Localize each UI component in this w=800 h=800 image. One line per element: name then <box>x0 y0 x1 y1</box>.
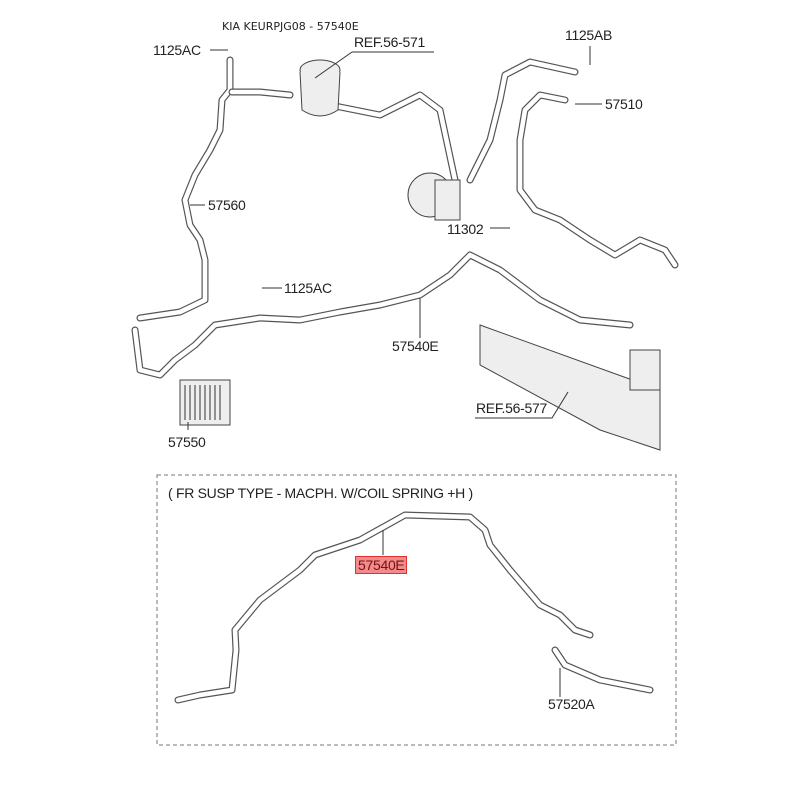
highlighted-part-57540e[interactable]: 57540E <box>355 556 408 574</box>
detail-box-border <box>156 474 677 746</box>
label-ref-56-571[interactable]: REF.56-571 <box>354 34 425 50</box>
label-1125ac-top[interactable]: 1125AC <box>153 42 201 58</box>
label-57550[interactable]: 57550 <box>168 434 206 450</box>
label-57560[interactable]: 57560 <box>208 197 246 213</box>
label-57520a[interactable]: 57520A <box>548 696 595 712</box>
label-1125ab[interactable]: 1125AB <box>565 27 612 43</box>
upper-assembly-pipes <box>131 56 679 379</box>
label-1125ac-mid[interactable]: 1125AC <box>284 280 332 296</box>
label-57510[interactable]: 57510 <box>605 96 643 112</box>
oil-cooler-icon <box>179 379 231 426</box>
leader-lines <box>187 46 602 430</box>
detail-caption: ( FR SUSP TYPE - MACPH. W/COIL SPRING +H… <box>168 485 473 501</box>
reservoir-icon <box>299 59 341 117</box>
diagram-title: KIA KEURPJG08 - 57540E <box>222 20 359 33</box>
label-ref-56-577[interactable]: REF.56-577 <box>476 400 547 416</box>
steering-gear-icon <box>479 324 661 451</box>
label-57540e[interactable]: 57540E <box>392 338 439 354</box>
label-11302[interactable]: 11302 <box>447 221 484 237</box>
pump-icon <box>407 172 461 221</box>
detail-pipes <box>174 511 654 704</box>
